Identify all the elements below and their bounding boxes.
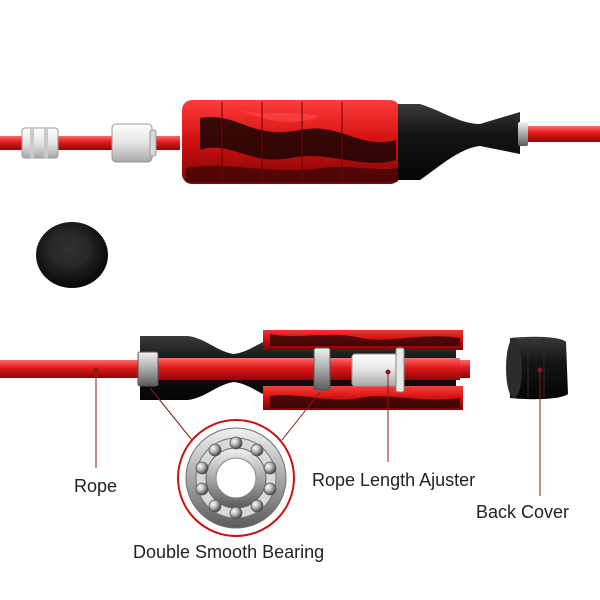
top-metal-collar (518, 122, 528, 146)
lower-foam-grip (263, 330, 463, 410)
loose-back-cover (36, 222, 108, 288)
bearing-label: Double Smooth Bearing (133, 542, 325, 562)
top-foam-grip (182, 100, 400, 184)
back-cover-label: Back Cover (476, 502, 570, 522)
back-cover (506, 336, 568, 400)
top-rope-right (520, 126, 600, 142)
assembled-handle (0, 100, 600, 184)
bearing-balls (195, 436, 277, 520)
callout-lines (93, 367, 543, 496)
top-rope-clip (21, 127, 59, 159)
bearing-callout-line-left (149, 387, 193, 441)
lower-bearing-left (137, 351, 159, 387)
rope-label: Rope (74, 476, 118, 496)
top-rope-adjuster (111, 123, 157, 163)
rope-length-adjuster-label: Rope Length Ajuster (312, 470, 476, 490)
top-handle-end (398, 104, 520, 180)
bearing-detail (177, 419, 295, 537)
lower-bearing-middle (313, 347, 331, 391)
bearing-callout-line-right (281, 391, 321, 441)
cutaway-handle (0, 330, 568, 410)
lower-rope-adjuster (351, 347, 405, 393)
